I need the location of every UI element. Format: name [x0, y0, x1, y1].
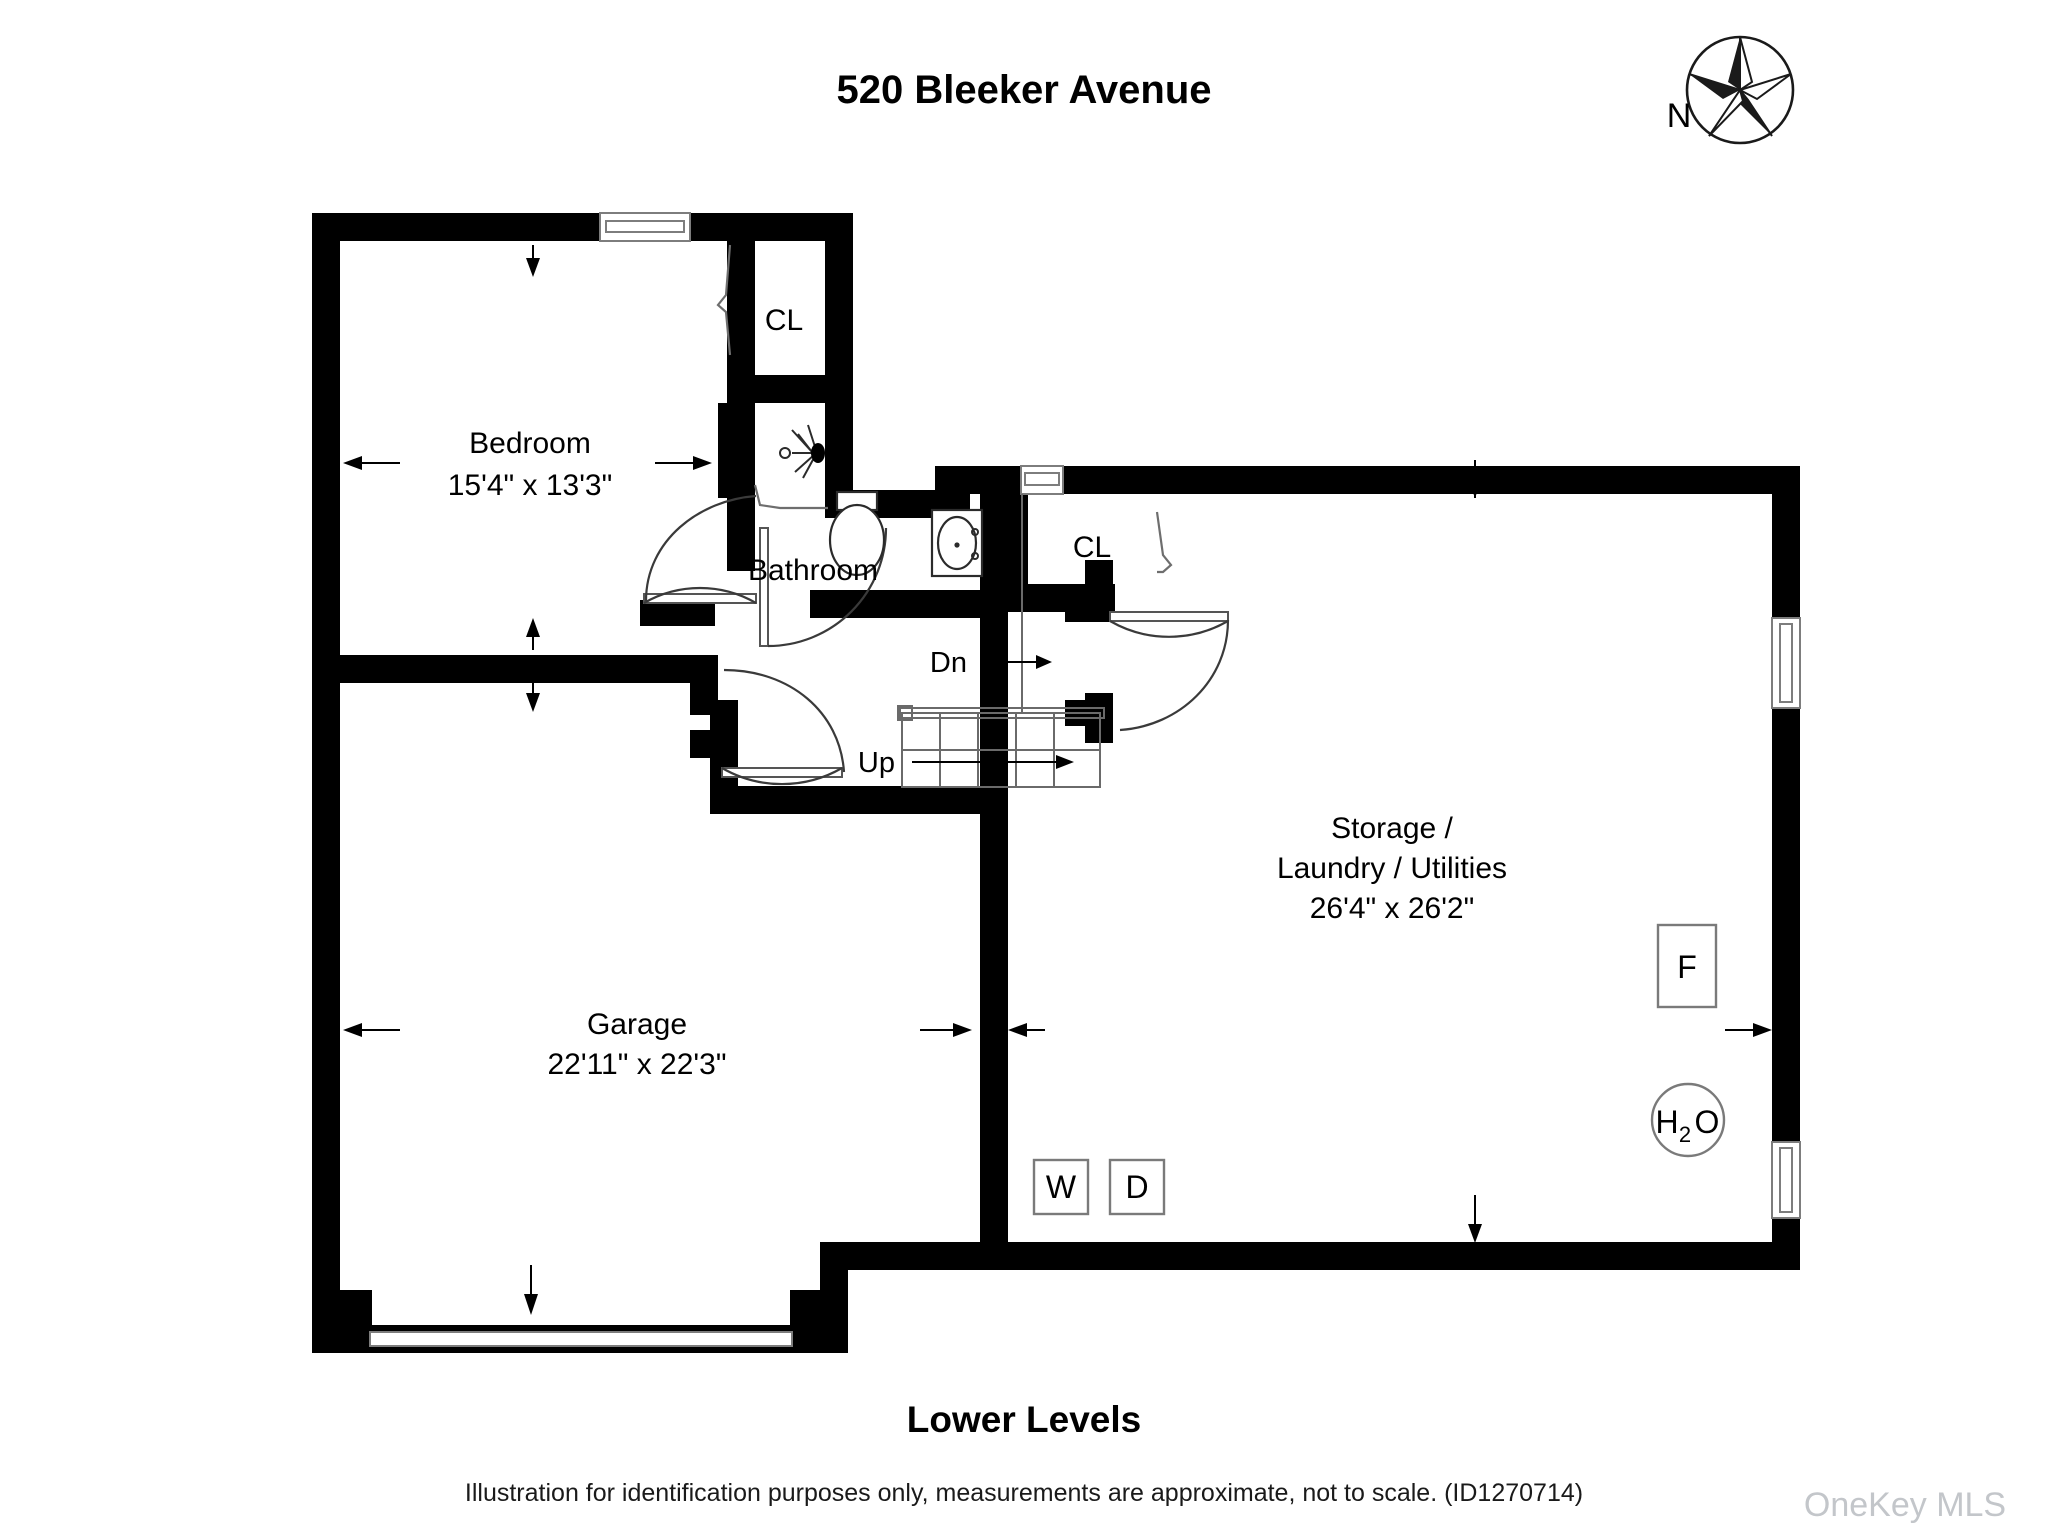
staircase [897, 494, 1105, 788]
stair-down-arrow [1000, 655, 1052, 669]
compass-rose-star-icon [1685, 35, 1795, 145]
shower-partition-line [753, 484, 828, 510]
door-arc-storage [1119, 619, 1230, 732]
door-hall-upper-left [643, 586, 757, 604]
room-label-storage-line1: Storage / [1331, 812, 1453, 845]
water-heater-label-h: H [1655, 1104, 1678, 1140]
window-right-lower [1771, 1141, 1801, 1219]
stair-up-arrow [912, 755, 1074, 769]
room-label-bathroom: Bathroom [748, 554, 878, 587]
level-title: Lower Levels [907, 1399, 1141, 1440]
compass-north-label: N [1667, 97, 1692, 135]
window-storage-top [1020, 465, 1064, 495]
page-title: 520 Bleeker Avenue [836, 68, 1211, 112]
washer-appliance: W [1032, 1158, 1090, 1216]
dryer-label: D [1125, 1169, 1148, 1205]
dimension-arrows [343, 245, 1772, 1315]
room-dimensions-bedroom: 15'4" x 13'3" [448, 469, 613, 502]
room-dimensions-storage: 26'4" x 26'2" [1310, 892, 1475, 925]
dryer-appliance: D [1108, 1158, 1166, 1216]
room-dimensions-garage: 22'11" x 22'3" [548, 1048, 727, 1081]
room-label-bedroom: Bedroom [469, 427, 591, 460]
footer-disclaimer: Illustration for identification purposes… [465, 1479, 1583, 1507]
furnace-label: F [1677, 949, 1697, 985]
door-hall-lower-left [721, 767, 843, 786]
shower-fixture [779, 424, 825, 479]
closet-label-bedroom: CL [765, 304, 803, 337]
water-heater-appliance: H 2 O [1650, 1082, 1726, 1158]
door-to-storage [1109, 611, 1229, 638]
water-heater-label-o: O [1695, 1104, 1720, 1140]
washer-label: W [1046, 1169, 1077, 1205]
room-label-garage: Garage [587, 1008, 687, 1041]
door-arc-hall-lower [723, 668, 846, 773]
stair-up-label: Up [858, 747, 895, 779]
furnace-appliance: F [1656, 923, 1718, 1009]
garage-door-opening [369, 1331, 793, 1347]
room-label-storage-line2: Laundry / Utilities [1277, 852, 1507, 885]
water-heater-label-sub: 2 [1679, 1122, 1691, 1147]
wall-structure [312, 213, 1800, 1353]
closet-label-hall: CL [1073, 531, 1111, 564]
door-arc-hall-upper [644, 494, 757, 602]
bifold-door-hall-closet [1155, 511, 1173, 574]
window-bedroom-top [599, 212, 691, 242]
watermark-onekey-mls: OneKey MLS [1804, 1486, 2006, 1524]
bifold-door-bedroom-closet [716, 244, 732, 356]
window-right-upper [1771, 617, 1801, 709]
door-group [643, 244, 1229, 786]
toilet-fixture [828, 490, 886, 577]
sink-fixture [930, 508, 984, 578]
stair-down-label: Dn [930, 647, 967, 679]
window-group [369, 212, 1801, 1347]
